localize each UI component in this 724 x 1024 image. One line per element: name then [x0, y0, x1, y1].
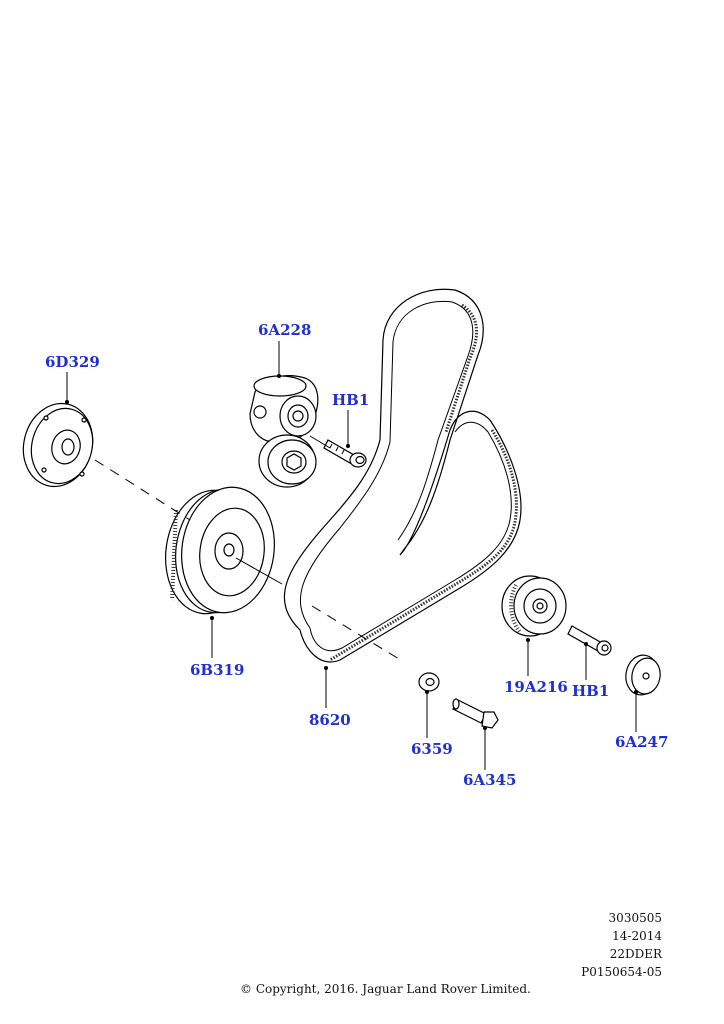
- drawing-code: 3030505: [608, 911, 662, 925]
- drawing-info: 3030505 14-2014 22DDER P0150654-05: [522, 909, 662, 981]
- label-HB1-tensioner[interactable]: HB1: [332, 391, 369, 409]
- label-6D329[interactable]: 6D329: [45, 353, 100, 371]
- leader-lines: [65, 341, 638, 770]
- crankshaft-bolt[interactable]: [452, 698, 499, 729]
- copyright-text: © Copyright, 2016. Jaguar Land Rover Lim…: [240, 982, 531, 996]
- drawing-model: 22DDER: [609, 947, 662, 961]
- tensioner-bolt[interactable]: [323, 439, 367, 468]
- assembly-axis-lines: [94, 435, 405, 663]
- idler-bolt[interactable]: [567, 625, 612, 656]
- drawing-date: 14-2014: [612, 929, 662, 943]
- drawing-reference: P0150654-05: [581, 965, 662, 979]
- tensioner-assembly[interactable]: [249, 375, 319, 488]
- label-6359[interactable]: 6359: [411, 740, 453, 758]
- label-6B319[interactable]: 6B319: [190, 661, 244, 679]
- idler-cap[interactable]: [623, 653, 663, 698]
- label-6A228[interactable]: 6A228: [258, 321, 311, 339]
- label-8620[interactable]: 8620: [309, 711, 351, 729]
- drive-belt[interactable]: [283, 288, 522, 663]
- crankshaft-pulley[interactable]: [158, 481, 283, 619]
- washer[interactable]: [418, 672, 440, 692]
- label-6A247[interactable]: 6A247: [615, 733, 668, 751]
- label-HB1-idler[interactable]: HB1: [572, 682, 609, 700]
- idler-pulley[interactable]: [501, 575, 567, 637]
- label-6A345[interactable]: 6A345: [463, 771, 516, 789]
- label-19A216[interactable]: 19A216: [504, 678, 568, 696]
- damper-plate[interactable]: [14, 396, 101, 495]
